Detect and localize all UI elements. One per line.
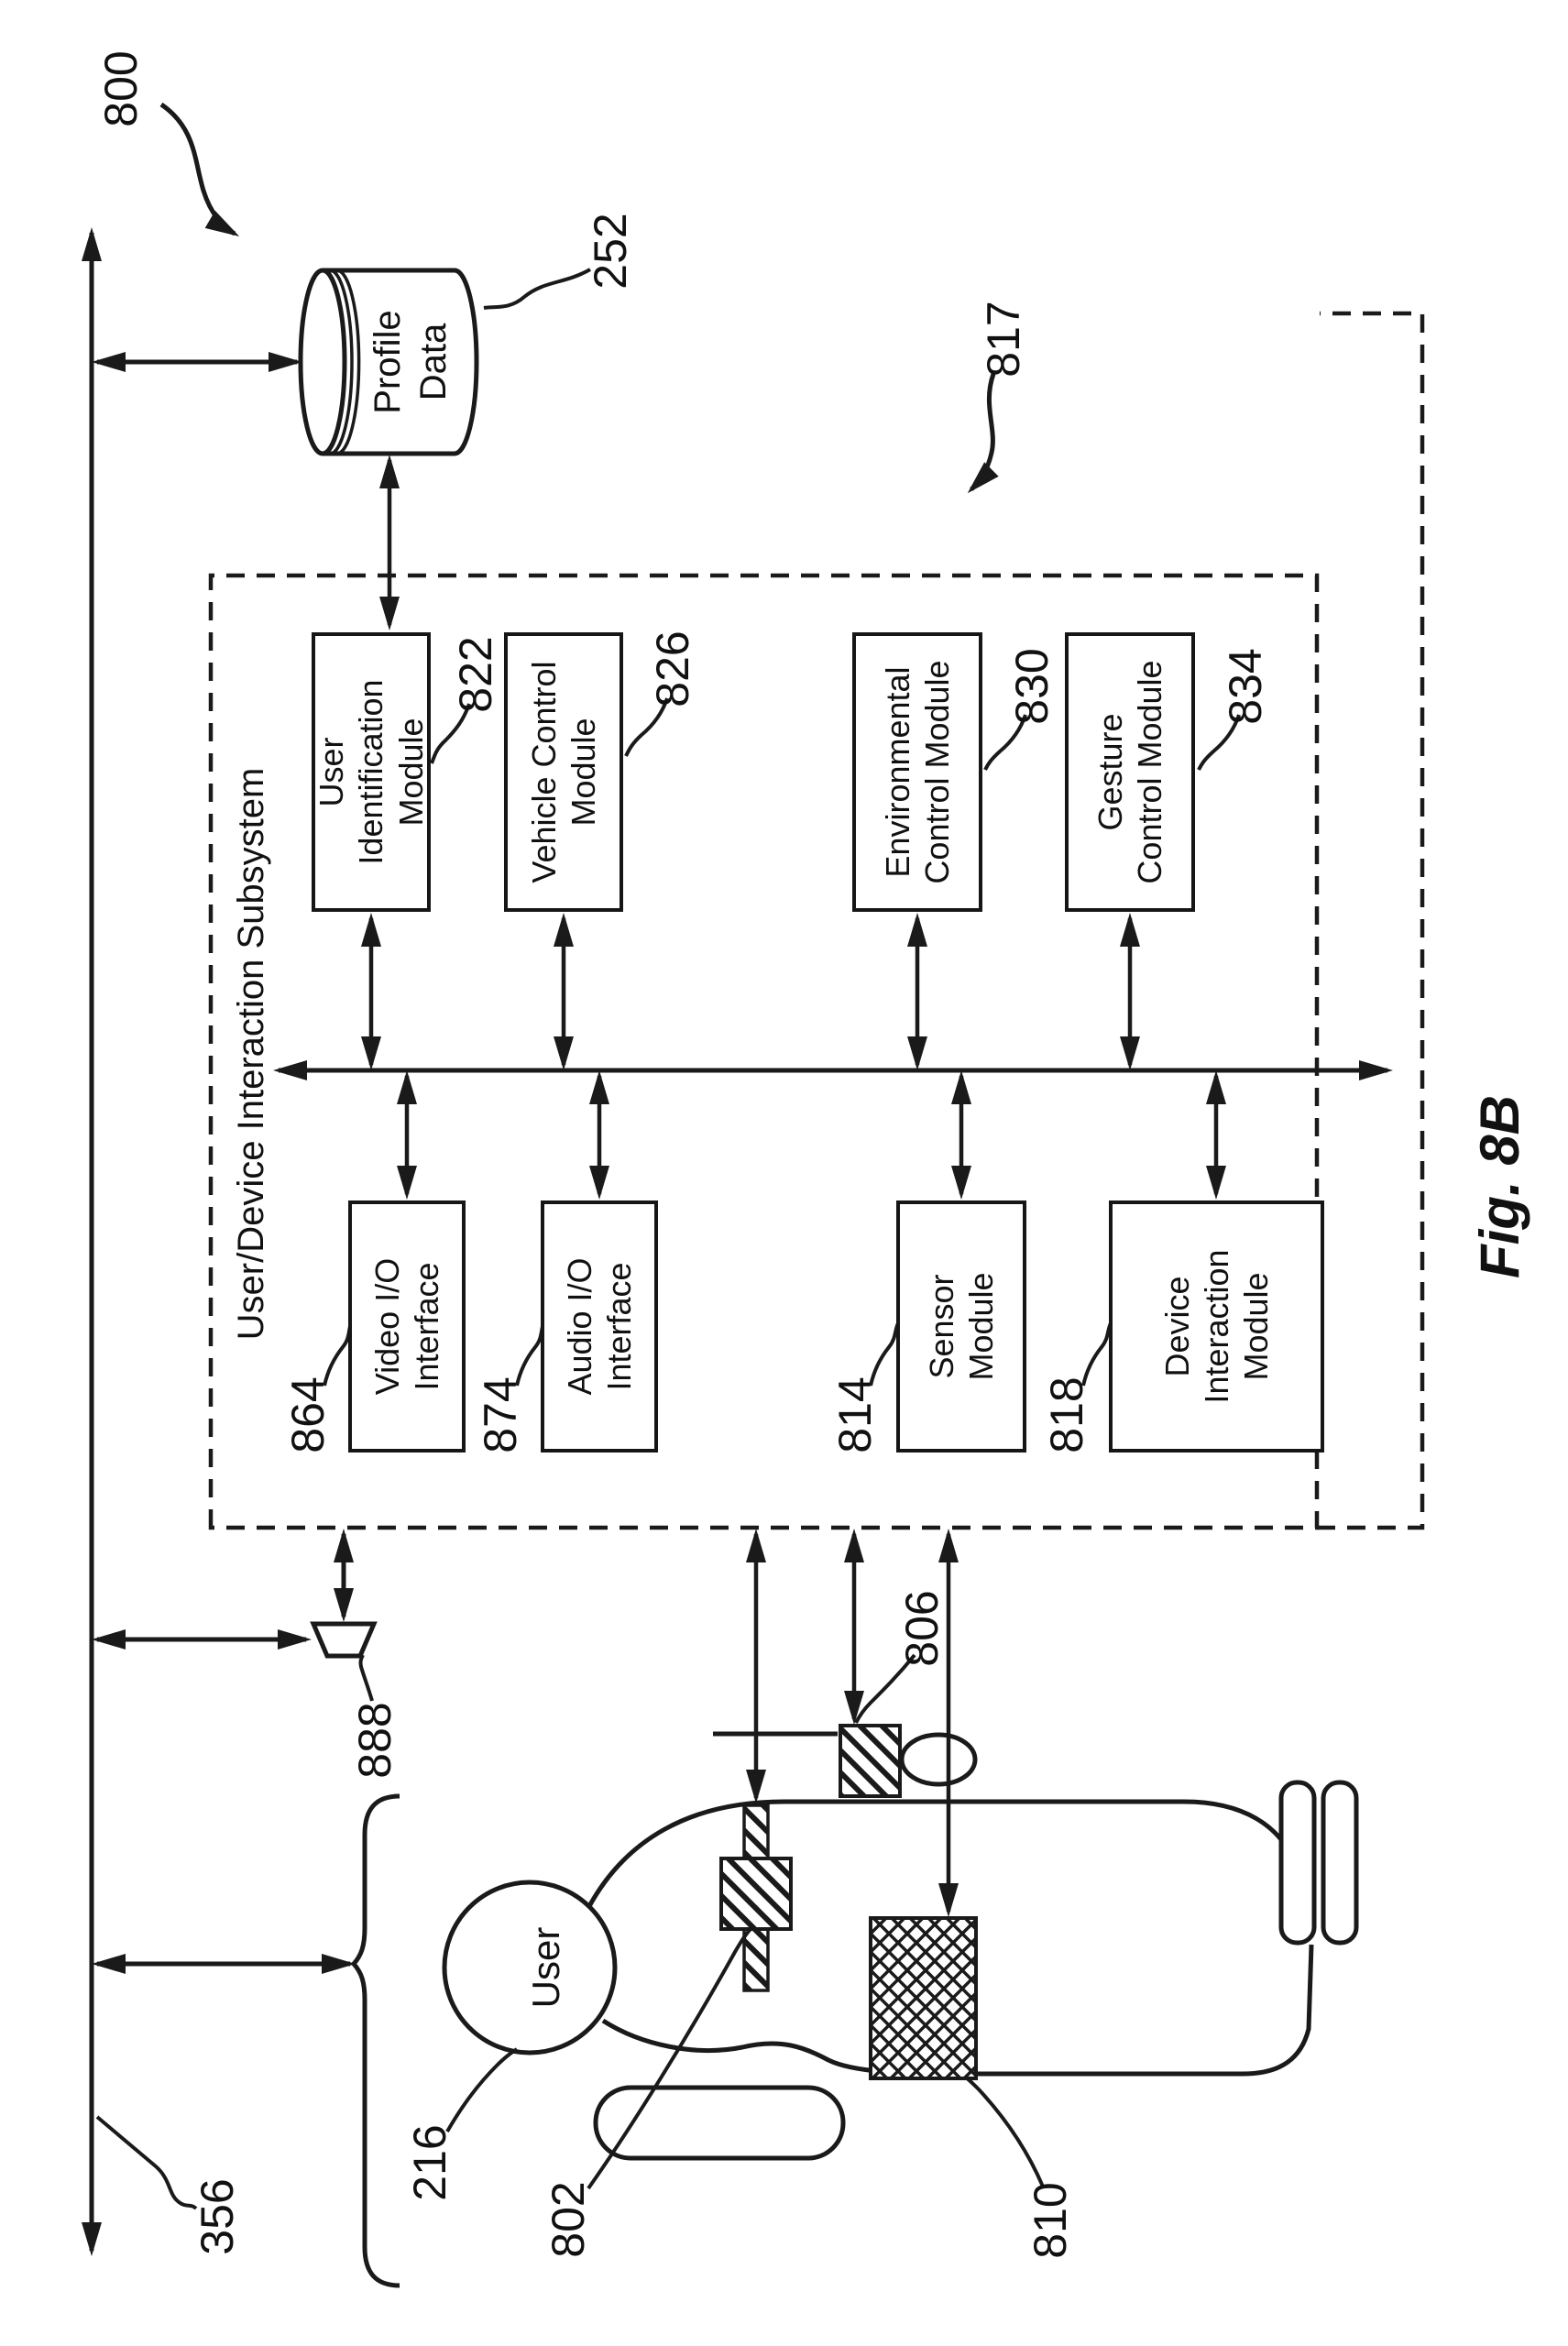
device-802-icon xyxy=(719,1857,793,1931)
ref-874: 874 xyxy=(475,1376,526,1453)
ref-830: 830 xyxy=(1006,648,1058,725)
ref-888: 888 xyxy=(349,1702,400,1779)
user-label: User xyxy=(524,1926,567,2009)
module-box-gesture-control: Gesture Control Module xyxy=(1065,632,1195,912)
ref-252-leader xyxy=(483,268,591,310)
device-806-icon xyxy=(839,1724,902,1798)
module-box-environmental-control: Environmental Control Module xyxy=(852,632,982,912)
ref-814: 814 xyxy=(829,1376,881,1453)
ref-216-leader xyxy=(445,2047,519,2132)
ref-810: 810 xyxy=(1025,2182,1076,2259)
module-box-vehicle-control: Vehicle Control Module xyxy=(504,632,623,912)
module-box-user-identification: User Identification Module xyxy=(312,632,431,912)
subsystem-dashed-extension xyxy=(1317,311,1425,1530)
ref-888-leader xyxy=(358,1654,374,1702)
user-group-brace xyxy=(350,1793,400,2288)
module-box-device-interaction: Device Interaction Module xyxy=(1109,1200,1324,1453)
user-head xyxy=(442,1880,618,2055)
device-810-icon xyxy=(869,1916,978,2080)
ref-822: 822 xyxy=(450,636,501,713)
ref-800: 800 xyxy=(95,50,147,127)
device-connectors xyxy=(746,1529,959,1917)
ref-356: 356 xyxy=(192,2178,243,2255)
device-806-earpiece xyxy=(899,1732,978,1787)
speaker-icon xyxy=(310,1621,378,1659)
ref-356-leader xyxy=(95,2115,198,2210)
ref-252: 252 xyxy=(585,213,636,290)
profile-data-label: Profile Data xyxy=(367,310,454,414)
figure-label: Fig. 8B xyxy=(1469,1095,1530,1279)
ref-800-arrow xyxy=(159,102,240,237)
subsystem-title: User/Device Interaction Subsystem xyxy=(231,767,271,1341)
user-figure xyxy=(442,1731,1359,2161)
module-box-sensor: Sensor Module xyxy=(896,1200,1026,1453)
ref-802: 802 xyxy=(543,2181,594,2258)
user-arm xyxy=(593,2085,846,2161)
ref-817-arrow xyxy=(967,373,999,494)
ref-216: 216 xyxy=(404,2124,455,2201)
profile-data-cylinder-icon xyxy=(298,268,479,456)
ref-864: 864 xyxy=(282,1376,334,1453)
bus-connectors xyxy=(361,455,1226,1200)
ref-817: 817 xyxy=(978,301,1029,378)
ref-806: 806 xyxy=(896,1590,948,1667)
module-box-video-io: Video I/O Interface xyxy=(348,1200,466,1453)
ref-818: 818 xyxy=(1041,1376,1092,1453)
module-box-audio-io: Audio I/O Interface xyxy=(541,1200,658,1453)
ref-834: 834 xyxy=(1220,648,1271,725)
ref-826: 826 xyxy=(647,630,698,707)
